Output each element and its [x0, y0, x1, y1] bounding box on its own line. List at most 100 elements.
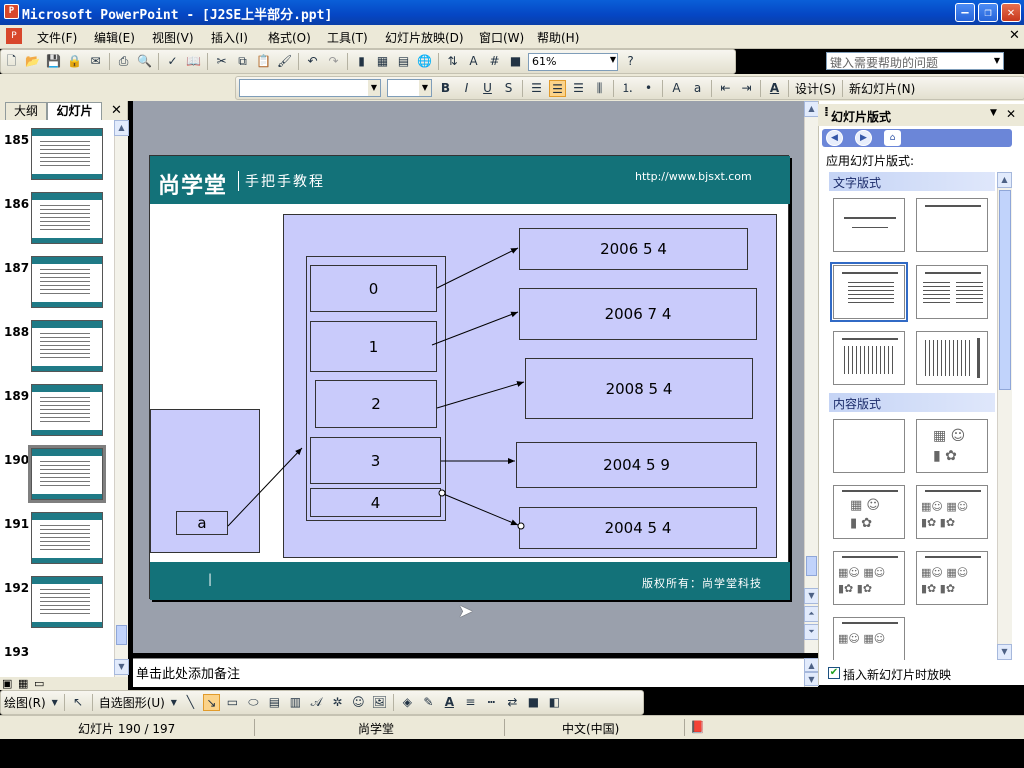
- normal-view-icon[interactable]: ▣: [2, 677, 13, 690]
- layout-vertical-title-text[interactable]: [916, 331, 988, 385]
- layout-title-two-content-b[interactable]: ▦☺ ▦☺▮✿ ▮✿: [916, 551, 988, 605]
- document-icon[interactable]: P: [6, 28, 22, 44]
- autoshapes-button[interactable]: 自选图形(U): [98, 696, 165, 710]
- scroll-down-icon[interactable]: ▼: [114, 659, 129, 675]
- scroll-up-icon[interactable]: ▲: [114, 120, 129, 136]
- scrollbar-thumb[interactable]: [806, 556, 817, 576]
- print-icon[interactable]: ⎙: [118, 54, 129, 68]
- new-icon[interactable]: 🗋: [6, 54, 17, 68]
- forward-icon[interactable]: ▶: [855, 130, 872, 146]
- help-icon[interactable]: ?: [627, 54, 634, 68]
- color-grayscale-icon[interactable]: ■: [509, 54, 522, 68]
- close-pane-icon[interactable]: ✕: [111, 103, 122, 118]
- spelling-status-icon[interactable]: 📕: [690, 720, 705, 734]
- layout-vertical-text[interactable]: [833, 331, 905, 385]
- tables-borders-icon[interactable]: ▤: [397, 54, 410, 68]
- spelling-icon[interactable]: ✓: [167, 54, 178, 68]
- chevron-down-icon[interactable]: ▼: [419, 80, 431, 96]
- font-color-icon[interactable]: A: [769, 80, 780, 95]
- tab-slides[interactable]: 幻灯片: [47, 102, 102, 120]
- chevron-down-icon[interactable]: ▼: [990, 108, 997, 118]
- menu-view[interactable]: 视图(V): [152, 31, 194, 45]
- new-slide-button[interactable]: 新幻灯片(N): [848, 81, 916, 96]
- bullets-icon[interactable]: •: [644, 80, 653, 95]
- email-icon[interactable]: ✉: [90, 54, 101, 68]
- back-icon[interactable]: ◀: [826, 130, 843, 146]
- layout-title-only[interactable]: [916, 198, 988, 252]
- array-cell-3[interactable]: 3: [310, 437, 441, 484]
- increase-indent-icon[interactable]: ⇥: [741, 80, 752, 95]
- align-center-icon[interactable]: ☰: [549, 79, 566, 97]
- scroll-down-icon[interactable]: ▼: [997, 644, 1012, 660]
- cut-icon[interactable]: ✂: [216, 54, 227, 68]
- vertical-textbox-icon[interactable]: ▥: [289, 695, 302, 709]
- zoom-combo[interactable]: 61%▼: [528, 52, 618, 71]
- close-window-button[interactable]: ✕: [1001, 3, 1021, 22]
- scroll-up-icon[interactable]: ▲: [997, 172, 1012, 188]
- thumbnails-scrollbar[interactable]: ▲ ▼: [114, 120, 129, 677]
- research-icon[interactable]: 📖: [186, 54, 201, 68]
- copy-icon[interactable]: ⧉: [238, 54, 247, 68]
- menu-window[interactable]: 窗口(W): [479, 31, 525, 45]
- chevron-down-icon[interactable]: ▼: [51, 698, 58, 707]
- layout-title-content[interactable]: ▦ ☺▮ ✿: [833, 485, 905, 539]
- open-icon[interactable]: 📂: [25, 54, 40, 68]
- bold-icon[interactable]: B: [440, 80, 451, 95]
- scrollbar-thumb[interactable]: [116, 625, 127, 645]
- expand-all-icon[interactable]: ⇅: [447, 54, 458, 68]
- scrollbar-thumb[interactable]: [999, 190, 1011, 390]
- next-slide-icon[interactable]: ⏷: [804, 624, 819, 640]
- menu-tools[interactable]: 工具(T): [327, 31, 368, 45]
- columns-icon[interactable]: ⫼: [596, 80, 603, 95]
- slide-thumbnail[interactable]: [31, 576, 103, 628]
- shadow-style-icon[interactable]: ■: [527, 695, 540, 709]
- insert-chart-icon[interactable]: ▮: [358, 54, 365, 68]
- layout-blank[interactable]: [833, 419, 905, 473]
- menu-format[interactable]: 格式(O): [268, 31, 311, 45]
- variable-a-box[interactable]: a: [176, 511, 228, 535]
- layout-title-text[interactable]: [830, 262, 908, 322]
- design-button[interactable]: 设计(S): [795, 81, 836, 96]
- notes-scrollbar[interactable]: ▲ ▼: [804, 658, 819, 687]
- arrow-style-icon[interactable]: ⇄: [507, 695, 518, 709]
- slide-thumbnail[interactable]: [31, 192, 103, 244]
- paste-icon[interactable]: 📋: [256, 54, 271, 68]
- format-painter-icon[interactable]: 🖌: [276, 54, 293, 68]
- align-left-icon[interactable]: ☰: [531, 80, 542, 95]
- line-style-icon[interactable]: ≡: [465, 695, 476, 709]
- current-slide[interactable]: 尚学堂 手把手教程 http://www.bjsxt.com | 版权所有：尚学…: [149, 155, 790, 600]
- diagram-icon[interactable]: ✲: [332, 695, 343, 709]
- draw-menu-button[interactable]: 绘图(R): [4, 696, 46, 710]
- close-document-icon[interactable]: ✕: [1009, 28, 1020, 43]
- chevron-down-icon[interactable]: ▼: [170, 698, 177, 707]
- date-object-box[interactable]: 2008 5 4: [525, 358, 753, 419]
- line-color-icon[interactable]: ✎: [423, 695, 434, 709]
- slide-thumbnail[interactable]: [31, 128, 103, 180]
- select-objects-icon[interactable]: ↖: [73, 695, 84, 709]
- array-cell-4[interactable]: 4: [310, 488, 441, 517]
- restore-button[interactable]: ❐: [978, 3, 998, 22]
- grid-icon[interactable]: #: [489, 54, 500, 68]
- align-right-icon[interactable]: ☰: [573, 80, 584, 95]
- insert-table-icon[interactable]: ▦: [376, 54, 389, 68]
- powerpoint-app-icon[interactable]: P: [4, 4, 19, 19]
- slide-scrollbar[interactable]: ▲ ▼ ⏶ ⏷: [804, 101, 819, 653]
- menu-help[interactable]: 帮助(H): [537, 31, 580, 45]
- font-size-combo[interactable]: ▼: [387, 79, 432, 97]
- picture-icon[interactable]: 🖼: [371, 695, 387, 709]
- chevron-down-icon[interactable]: ▼: [609, 54, 616, 64]
- arrow-icon[interactable]: ↘: [202, 694, 220, 711]
- hyperlink-icon[interactable]: 🌐: [417, 54, 432, 68]
- scroll-up-icon[interactable]: ▲: [804, 101, 819, 117]
- menu-file[interactable]: 文件(F): [37, 31, 78, 45]
- array-cell-0[interactable]: 0: [310, 265, 437, 312]
- slide-thumbnail[interactable]: [31, 256, 103, 308]
- fill-color-icon[interactable]: ◈: [402, 695, 412, 709]
- numbering-icon[interactable]: ⒈: [621, 80, 634, 95]
- slide-thumbnail[interactable]: [31, 384, 103, 436]
- layout-title-four-content[interactable]: ▦☺ ▦☺: [833, 617, 905, 660]
- layout-title-content-two[interactable]: ▦☺ ▦☺▮✿ ▮✿: [833, 551, 905, 605]
- scroll-down-icon[interactable]: ▼: [804, 672, 819, 686]
- help-dropdown-icon[interactable]: ▼: [993, 56, 1001, 65]
- layout-two-column[interactable]: [916, 265, 988, 319]
